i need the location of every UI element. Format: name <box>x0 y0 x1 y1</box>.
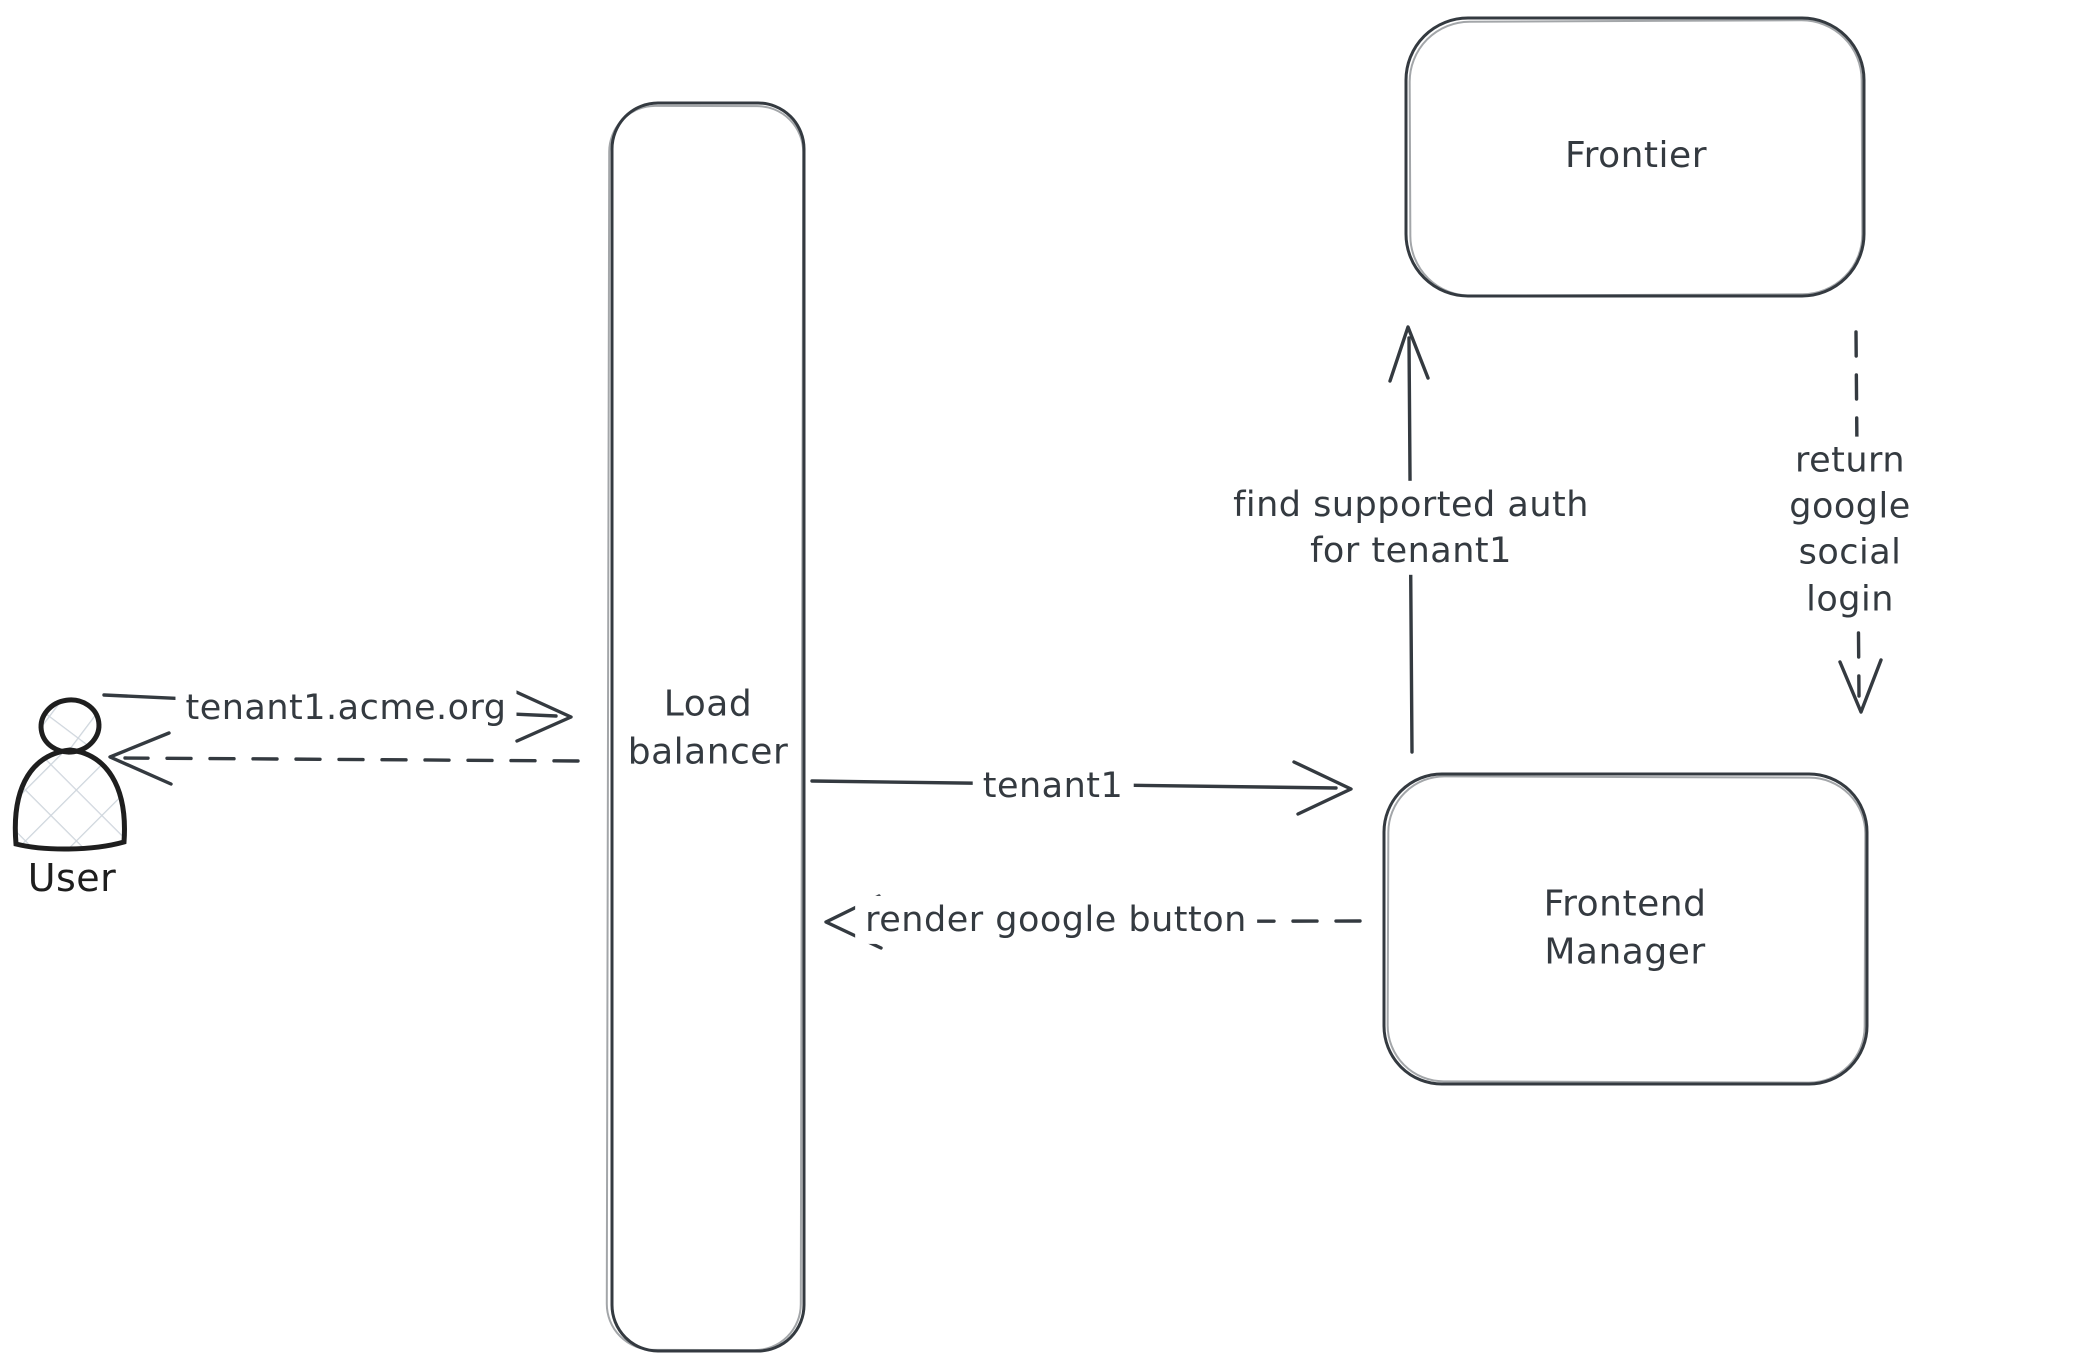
arrow-load-balancer-to-user <box>108 731 580 786</box>
arrow-label-render-google-button: render google button <box>855 895 1257 945</box>
frontier-label: Frontier <box>1564 135 1708 177</box>
user-label: User <box>27 855 117 900</box>
user-icon <box>12 697 127 852</box>
frontend-manager-label: Frontend Manager <box>1543 883 1707 972</box>
arrow-label-tenant1-acme-org: tenant1.acme.org <box>175 683 517 733</box>
arrow-label-return-google-social-login: return google social login <box>1733 436 1967 624</box>
arrow-label-find-supported-auth: find supported auth for tenant1 <box>1223 480 1599 576</box>
load-balancer-node <box>605 101 806 1353</box>
frontier-node <box>1404 16 1866 298</box>
load-balancer-label: Load balancer <box>627 683 789 772</box>
arrow-label-tenant1: tenant1 <box>972 761 1134 811</box>
frontend-manager-node <box>1382 772 1869 1086</box>
